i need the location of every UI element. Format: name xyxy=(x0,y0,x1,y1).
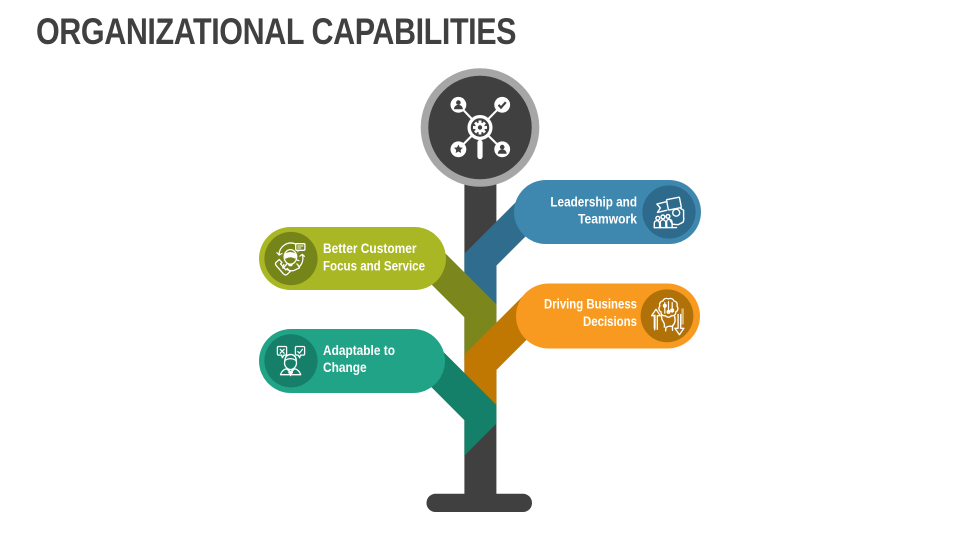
svg-text:Decisions: Decisions xyxy=(583,314,637,329)
svg-text:Change: Change xyxy=(323,360,367,375)
svg-text:Focus and Service: Focus and Service xyxy=(323,258,425,273)
svg-text:Driving Business: Driving Business xyxy=(544,297,637,312)
svg-text:Better Customer: Better Customer xyxy=(323,241,417,256)
svg-text:Teamwork: Teamwork xyxy=(578,212,637,227)
svg-text:Adaptable to: Adaptable to xyxy=(323,343,395,358)
svg-text:Leadership and: Leadership and xyxy=(550,195,637,210)
